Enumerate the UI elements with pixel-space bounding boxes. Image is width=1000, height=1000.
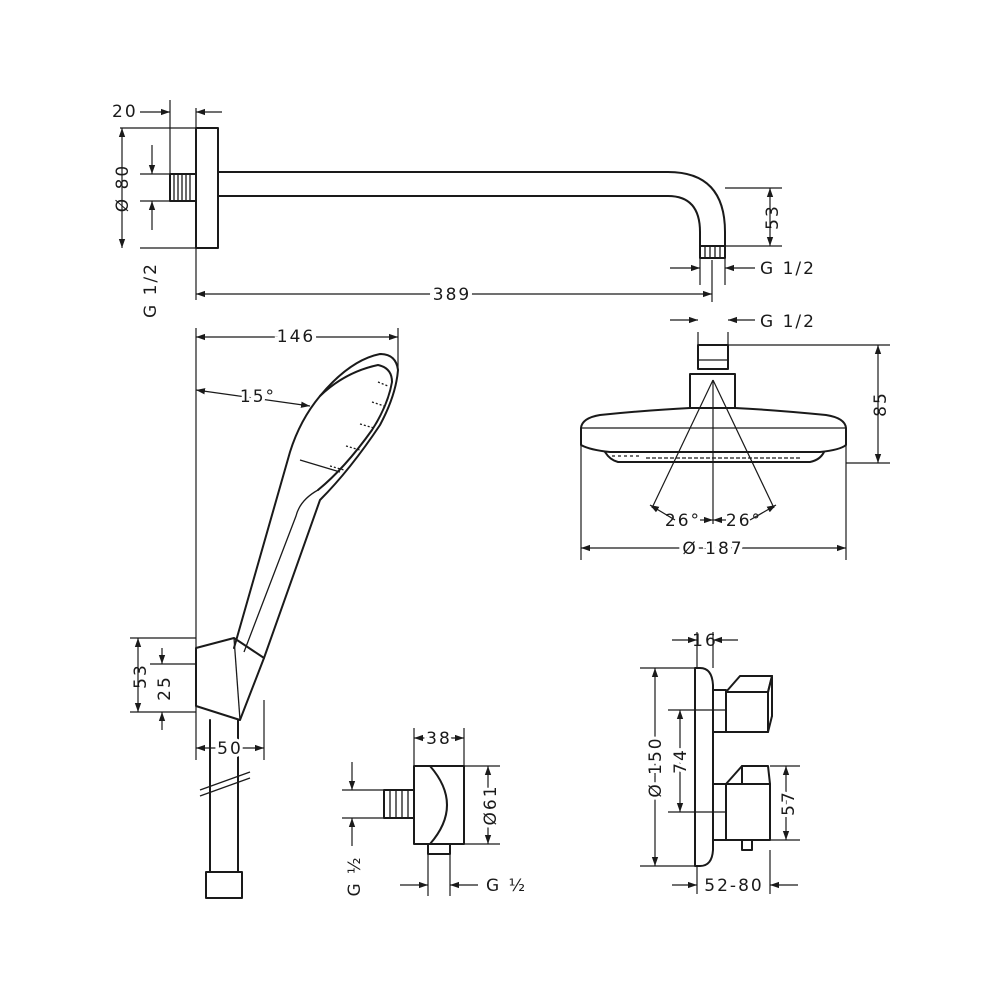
arm-thread-lines xyxy=(173,174,191,201)
wall-flange xyxy=(195,127,219,249)
shower-arm-top xyxy=(217,171,726,247)
wall-arm-dimensions xyxy=(118,100,782,302)
hose-break-mark xyxy=(199,771,251,791)
hand-shower-tilt-label: 15° xyxy=(240,387,276,407)
shower-nozzle-ring xyxy=(604,451,825,463)
stop-valve-handle xyxy=(725,691,769,733)
hand-shower-face xyxy=(317,364,393,491)
stop-valve-base xyxy=(712,689,727,733)
hand-shower-length-label: 146 xyxy=(277,327,315,347)
arm-flange-diameter-label: Ø 80 xyxy=(113,164,133,212)
projection-range-label: 52-80 xyxy=(704,876,763,896)
shower-diameter-label: Ø 187 xyxy=(682,539,743,559)
wall-outlet-inlet-thread xyxy=(383,789,415,819)
wall-outlet-dimensions xyxy=(342,728,500,896)
shower-nozzles xyxy=(612,455,800,459)
thermostat-dimensions xyxy=(640,632,800,894)
hand-shower-drawing xyxy=(195,353,399,899)
handle-spacing-label: 74 xyxy=(671,748,691,774)
shower-height-label: 85 xyxy=(871,391,891,417)
arm-flange-depth-label: 20 xyxy=(112,102,138,122)
handle-height-label: 57 xyxy=(779,790,799,816)
hand-shower-nozzles xyxy=(329,381,389,471)
thermostat-drawing xyxy=(694,667,773,867)
arm-outlet-thread xyxy=(699,245,726,259)
shower-connector-nut xyxy=(697,344,729,370)
holder-offset-label: 25 xyxy=(155,675,175,701)
holder-height-label: 53 xyxy=(131,663,151,689)
arm-inlet-thread-label: G 1/2 xyxy=(141,262,161,318)
plate-diameter-label: Ø 150 xyxy=(646,736,666,797)
overhead-shower-head xyxy=(580,407,847,453)
wall-outlet-curve xyxy=(429,765,448,845)
arm-drop-label: 53 xyxy=(763,204,783,230)
hand-shower-holder xyxy=(195,637,265,721)
shower-arm-bottom xyxy=(217,195,701,247)
stop-valve-top xyxy=(725,675,773,693)
wall-outlet-drawing xyxy=(383,765,465,855)
hand-shower-handle xyxy=(233,353,399,659)
hose-connector xyxy=(205,871,243,899)
hand-shower-edge xyxy=(243,489,319,653)
wall-outlet-diameter-label: Ø61 xyxy=(481,784,501,825)
overhead-shower-dimensions xyxy=(580,316,890,560)
thermostat-cover-plate xyxy=(694,667,714,867)
thermostat-handle xyxy=(725,783,771,841)
shower-inlet-thread-label: G 1/2 xyxy=(760,312,816,332)
holder-width-label: 50 xyxy=(217,739,243,759)
plate-depth-label: 16 xyxy=(692,631,718,651)
arm-projection-label: 389 xyxy=(433,285,471,305)
wall-outlet-outlet-label: G ½ xyxy=(486,876,527,896)
thermostat-handle-top xyxy=(725,765,771,785)
arm-outlet-thread-label: G 1/2 xyxy=(760,259,816,279)
overhead-shower-drawing xyxy=(580,344,847,463)
thermostat-button xyxy=(741,839,753,851)
wall-arm-drawing xyxy=(169,127,726,259)
wall-outlet-width-label: 38 xyxy=(426,729,452,749)
spray-angle-left-label: 26° xyxy=(665,511,701,531)
hand-shower-dimensions xyxy=(130,328,399,760)
wall-outlet-outlet-thread xyxy=(427,843,451,855)
spray-angle-right-label: 26° xyxy=(726,511,762,531)
wall-outlet-inlet-label: G ½ xyxy=(345,855,365,896)
